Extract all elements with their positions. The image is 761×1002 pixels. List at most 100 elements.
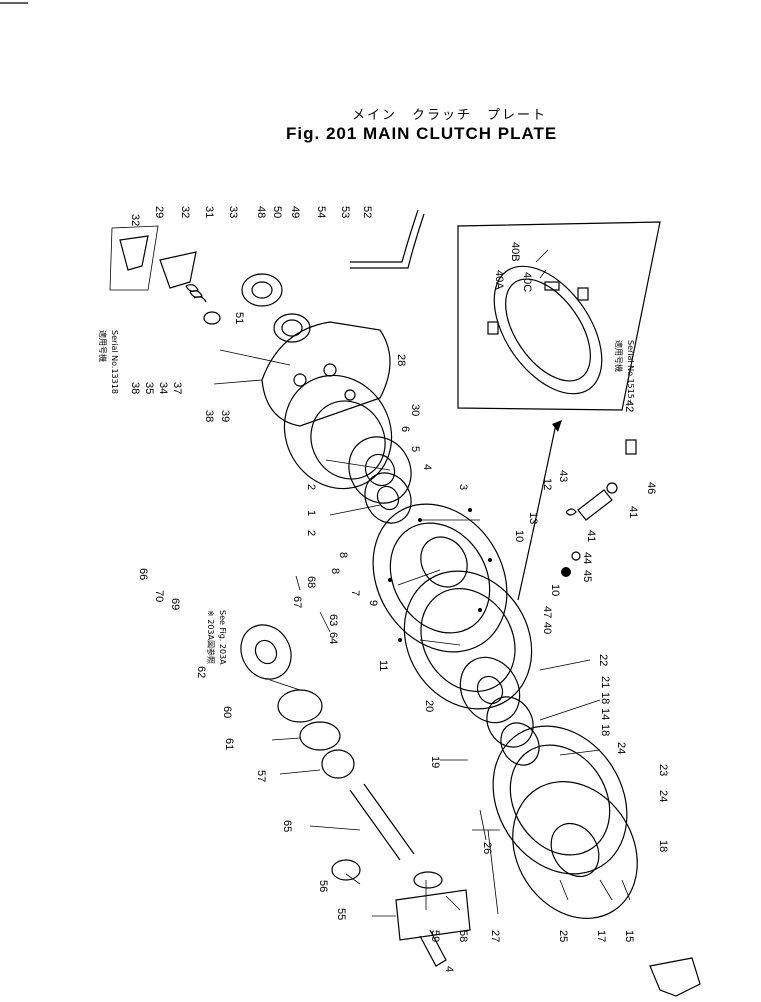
callout-20: 20 [423,700,435,712]
callout-40: 40 [541,622,553,634]
callout-15: 15 [623,930,635,942]
callout-18c: 18 [657,840,669,852]
callout-1: 1 [305,510,317,516]
callout-68: 68 [305,576,317,588]
note-top-jp: 適用号機 [98,330,108,362]
callout-34: 34 [157,382,169,394]
inset-label-serial: Serial No.1515~ [626,340,635,406]
flywheel-icon [403,570,533,710]
callout-38b: 38 [203,410,215,422]
callout-58: 58 [457,930,469,942]
callout-55: 55 [335,908,347,920]
callout-49: 49 [289,206,301,218]
callout-24b: 24 [657,790,669,802]
callout-70: 70 [153,590,165,602]
callout-2: 2 [305,484,317,490]
callout-66: 66 [137,568,149,580]
inset-frame [457,221,661,411]
mid-hub-icon [459,656,540,766]
callout-12: 12 [541,478,553,490]
callout-54: 54 [315,206,327,218]
callout-43: 43 [557,470,569,482]
note-fig-jp: ※ 203A図参照 [206,610,216,664]
callout-69: 69 [169,598,181,610]
callout-60: 60 [221,706,233,718]
callout-57: 57 [255,770,267,782]
figure-title: Fig. 201 MAIN CLUTCH PLATE [286,124,558,143]
callout-31: 31 [203,206,215,218]
callout-10: 10 [513,530,525,542]
callout-50: 50 [271,206,283,218]
note-top-serial: Serial No.13318 [110,330,119,394]
callout-32: 32 [129,214,141,226]
callout-2b: 2 [305,530,317,536]
callout-24: 24 [615,742,627,754]
callout-28: 28 [395,354,407,366]
pressure-plate-icon [261,321,391,427]
spring-bracket-icon [119,235,221,325]
callout-11: 11 [377,660,389,671]
callout-41b: 41 [585,530,597,542]
callout-5: 5 [409,446,421,452]
callout-53: 53 [339,206,351,218]
callout-62: 62 [195,666,207,678]
callout-40b: 40B [509,242,521,262]
hub-icon [348,436,412,524]
callout-21: 21 [599,676,611,688]
callout-29: 29 [153,206,165,218]
callout-17: 17 [595,930,607,942]
callout-4: 4 [421,464,433,470]
callout-40a: 40A [493,270,505,290]
callout-labels: 32 29 32 31 33 48 50 49 54 53 52 51 28 3… [129,206,669,972]
direction-arrow-icon [649,957,701,997]
callout-56: 56 [317,880,329,892]
pipe-icon [350,209,419,263]
callout-59: 59 [429,930,441,942]
callout-64: 64 [327,632,339,644]
callout-47: 47 [541,606,553,618]
callout-18: 18 [599,692,611,704]
linkage-icon [561,439,637,577]
callout-23: 23 [657,764,669,776]
callout-18b: 18 [599,724,611,736]
callout-37: 37 [171,382,183,394]
arrow-icon [517,423,557,601]
callout-40c: 40C [521,272,533,292]
callout-42: 42 [623,400,635,412]
callout-46: 46 [645,482,657,494]
callout-65: 65 [281,820,293,832]
cover-plate-icon [283,374,393,490]
release-bearing-icon [241,273,311,343]
callout-6: 6 [399,426,411,432]
callout-14: 14 [599,708,611,720]
callout-63: 63 [327,614,339,626]
callout-19: 19 [429,756,441,768]
callout-4b: 4 [443,966,455,972]
callout-33: 33 [227,206,239,218]
clutch-disc-icon [372,503,508,653]
callout-13: 13 [527,512,539,524]
callout-27: 27 [489,930,501,942]
callout-52: 52 [361,206,373,218]
callout-35: 35 [143,382,155,394]
callout-44: 44 [581,552,593,564]
callout-3: 3 [457,484,469,490]
callout-8: 8 [337,552,349,558]
callout-51: 51 [233,312,245,324]
callout-30: 30 [409,404,421,416]
callout-26: 26 [481,842,493,854]
callout-39: 39 [219,410,231,422]
callout-7: 7 [349,590,361,596]
callout-9: 9 [367,600,379,606]
inset-label-jp: 適用号機 [614,340,624,372]
callout-48: 48 [255,206,267,218]
note-box [109,225,159,291]
callout-10b: 10 [549,584,561,596]
note-fig-see: See Fig. 203A [218,610,227,665]
callout-41: 41 [627,506,639,518]
callout-67: 67 [291,596,303,608]
callout-32b: 32 [179,206,191,218]
lower-disc-icon [492,725,638,919]
